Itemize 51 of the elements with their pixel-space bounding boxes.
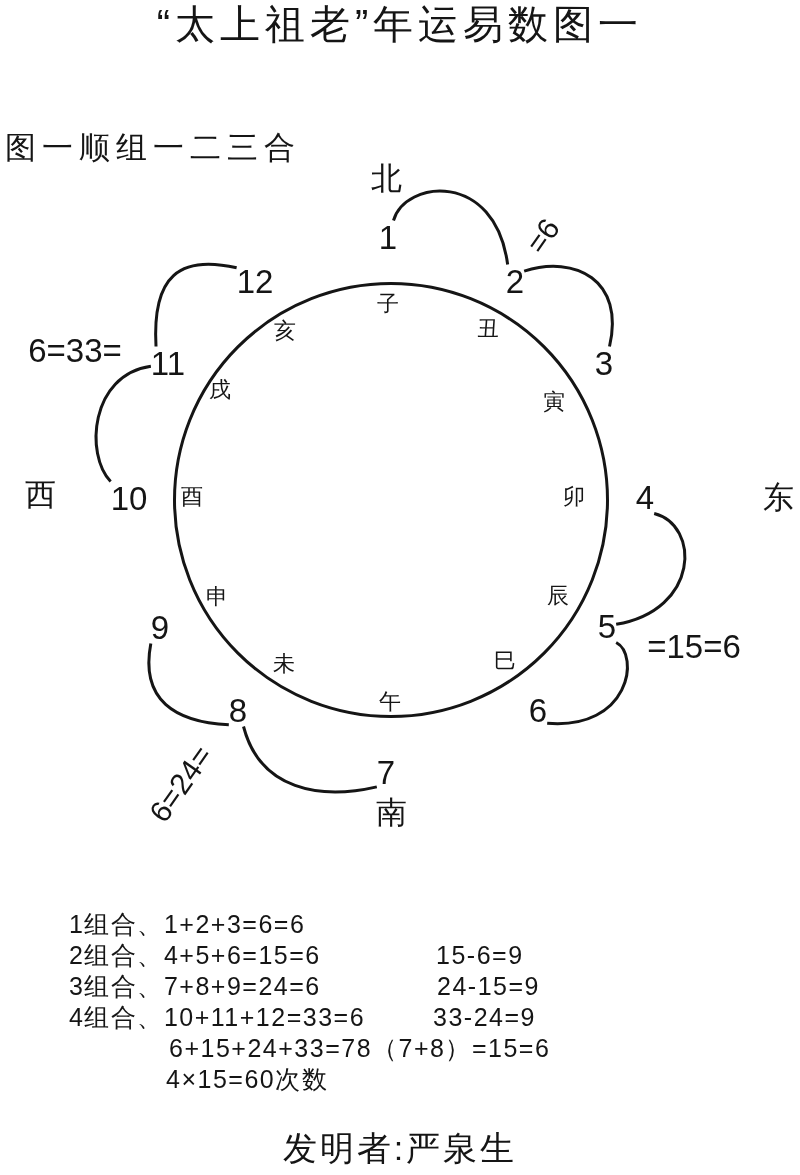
formula-text: 4×15=60次数 [166,1066,329,1092]
position-number: 7 [376,755,396,789]
formula-text: 3组合、7+8+9=24=6 [69,973,321,999]
sum-label: =15=6 [647,629,741,663]
subtitle: 图一顺组一二三合 [5,131,301,163]
direction-label: 南 [375,796,407,828]
formula-text: 2组合、4+5+6=15=6 [69,942,321,968]
position-number: 2 [505,264,525,298]
direction-label: 北 [370,162,402,194]
branch-character: 亥 [274,320,296,342]
position-number: 11 [150,346,186,380]
formula-text: 24-15=9 [437,973,540,999]
branch-character: 辰 [547,585,569,607]
formula-text: 33-24=9 [433,1004,536,1030]
branch-character: 卯 [563,486,585,508]
position-number: 6 [528,693,548,727]
branch-character: 子 [377,293,399,315]
connector-arc [94,364,152,483]
formula-text: 4组合、10+11+12=33=6 [69,1004,366,1030]
title: “太上祖老”年运易数图一 [156,4,644,44]
position-number: 4 [635,480,655,514]
branch-character: 戌 [209,379,231,401]
connector-arc [242,726,378,794]
formula-text: 15-6=9 [436,942,524,968]
connector-arc [523,265,614,347]
branch-character: 酉 [181,486,203,508]
connector-arc [392,189,510,265]
branch-character: 巳 [494,650,516,672]
position-number: 10 [110,481,148,515]
formula-text: 6+15+24+33=78（7+8）=15=6 [169,1035,551,1061]
branch-character: 申 [206,586,228,608]
position-number: 8 [228,693,248,727]
position-number: 12 [236,264,274,298]
position-number: 3 [594,346,614,380]
direction-label: 西 [24,478,56,510]
author-credit: 发明者:严泉生 [282,1131,518,1165]
position-number: 9 [150,610,170,644]
connector-arc [147,643,229,727]
sum-label: =6 [520,213,566,259]
position-number: 5 [597,609,617,643]
connector-arc [154,262,237,347]
branch-character: 未 [273,653,295,675]
branch-character: 午 [379,691,401,713]
direction-label: 东 [762,481,794,513]
connector-arc [547,641,629,725]
branch-character: 丑 [477,318,499,340]
sum-label: 6=33= [28,333,122,367]
position-number: 1 [378,220,398,254]
formula-text: 1组合、1+2+3=6=6 [69,911,306,937]
connector-arc [615,512,687,626]
branch-character: 寅 [543,391,565,413]
